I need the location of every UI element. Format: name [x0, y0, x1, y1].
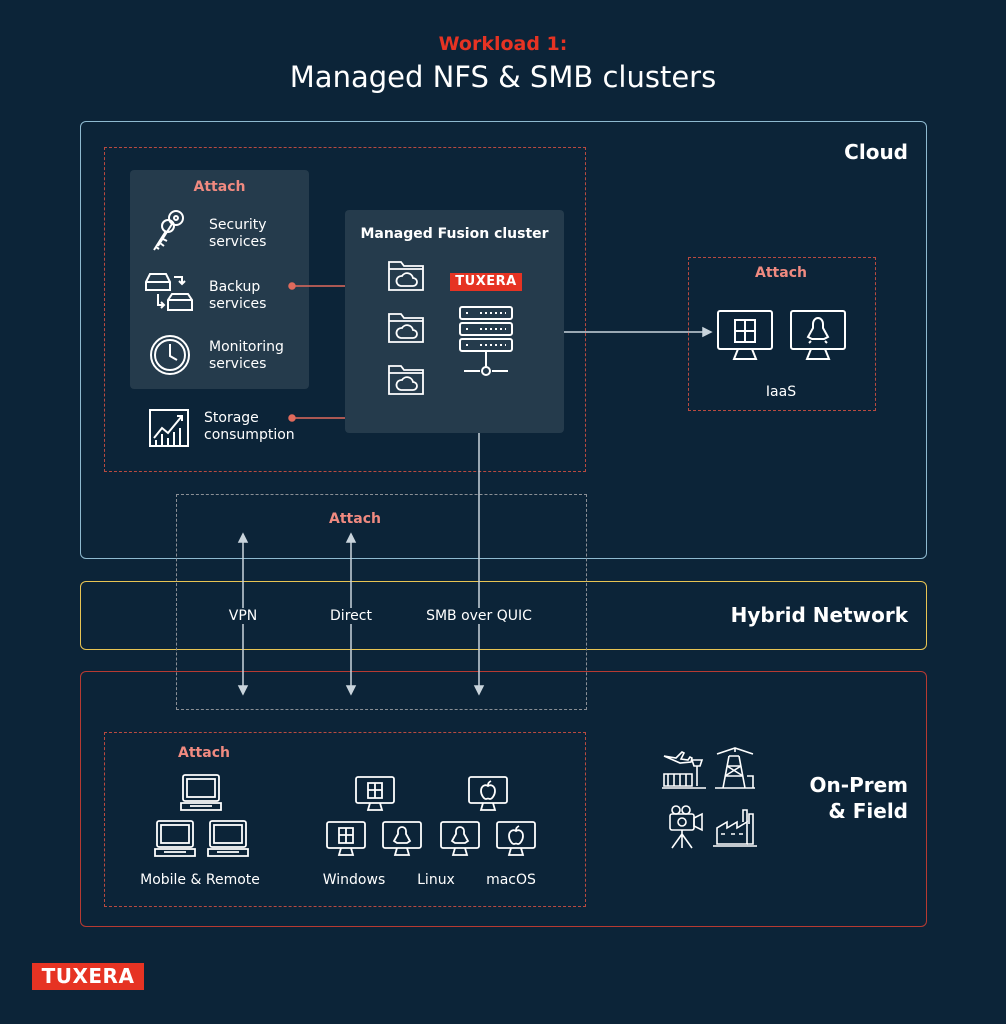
- laptop-icon: [154, 820, 196, 857]
- apple-monitor-icon: [468, 776, 508, 811]
- hybrid-network-zone: [80, 581, 927, 650]
- monitoring-services-label-1: Monitoring: [209, 339, 284, 355]
- storage-consumption-label-2: consumption: [204, 427, 295, 443]
- apple-monitor-icon: [496, 821, 536, 856]
- backup-services-label-1: Backup: [209, 279, 261, 295]
- macos-label: macOS: [486, 872, 536, 888]
- onprem-attach-label: Attach: [178, 745, 230, 761]
- iaas-label: IaaS: [765, 384, 797, 400]
- onprem-attach-group: [104, 732, 586, 907]
- title-kicker: Workload 1:: [438, 33, 568, 55]
- storage-consumption-label-1: Storage: [204, 410, 259, 426]
- oil-rig-icon: [715, 747, 755, 789]
- laptop-icon: [180, 774, 222, 811]
- windows-label: Windows: [322, 872, 386, 888]
- windows-monitor-icon: [717, 310, 773, 360]
- linux-label: Linux: [417, 872, 455, 888]
- onprem-label-line1: On-Prem: [809, 773, 908, 797]
- keys-icon: [153, 210, 184, 251]
- windows-monitor-icon: [326, 821, 366, 856]
- security-services-label-1: Security: [209, 217, 267, 233]
- factory-icon: [713, 809, 757, 847]
- monitoring-services-label-2: services: [209, 356, 267, 372]
- cloud-folder-icon: [388, 365, 424, 395]
- onprem-label-line2: & Field: [828, 799, 908, 823]
- hybrid-network-label: Hybrid Network: [730, 603, 908, 627]
- cloud-zone-label: Cloud: [844, 140, 908, 164]
- direct-label: Direct: [311, 608, 391, 624]
- cloud-attach-group: [104, 147, 586, 472]
- services-attach-label: Attach: [193, 179, 246, 195]
- backup-services-label-2: services: [209, 296, 267, 312]
- clock-icon: [150, 335, 190, 375]
- network-attach-group: [176, 494, 587, 710]
- network-attach-label: Attach: [329, 511, 381, 527]
- smb-over-quic-label: SMB over QUIC: [419, 608, 539, 624]
- iaas-attach-group: [688, 257, 876, 411]
- cloud-zone: [80, 121, 927, 559]
- airport-icon: [662, 751, 706, 789]
- linux-monitor-icon: [382, 821, 422, 856]
- services-panel: [130, 170, 309, 389]
- onprem-zone: [80, 671, 927, 927]
- cluster-panel: [345, 210, 564, 433]
- chart-icon: [149, 409, 189, 447]
- server-icon: [459, 306, 513, 376]
- page-title: Managed NFS & SMB clusters: [289, 60, 717, 94]
- mobile-remote-label: Mobile & Remote: [140, 872, 260, 888]
- laptop-icon: [207, 820, 249, 857]
- windows-monitor-icon: [355, 776, 395, 811]
- security-services-label-2: services: [209, 234, 267, 250]
- linux-monitor-icon: [790, 310, 846, 360]
- footer-tuxera-logo: TUXERA: [32, 963, 144, 990]
- iaas-attach-label: Attach: [755, 265, 807, 281]
- vpn-label: VPN: [203, 608, 283, 624]
- video-camera-icon: [669, 805, 703, 849]
- cloud-folder-icon: [388, 261, 424, 291]
- cloud-folder-icon: [388, 313, 424, 343]
- cluster-tuxera-logo: TUXERA: [450, 273, 522, 291]
- cluster-title: Managed Fusion cluster: [360, 226, 549, 242]
- linux-monitor-icon: [440, 821, 480, 856]
- backup-drives-icon: [145, 273, 193, 311]
